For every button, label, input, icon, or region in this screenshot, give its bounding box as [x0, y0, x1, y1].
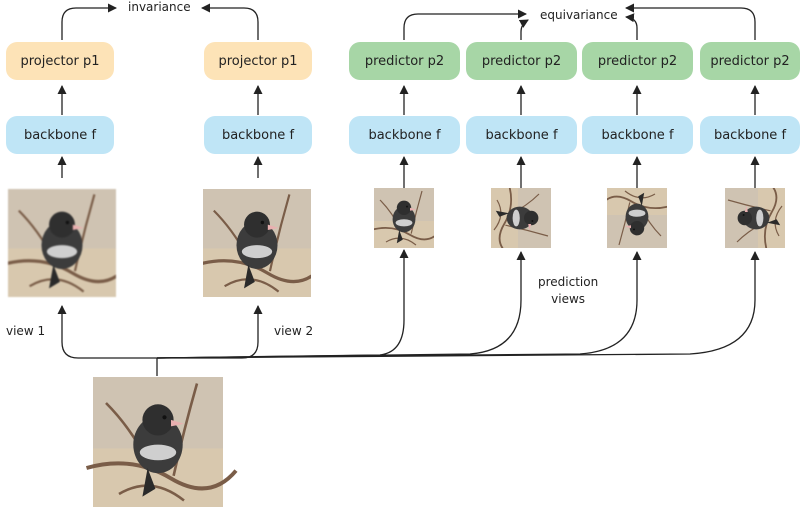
view-1-label: view 1 — [6, 324, 46, 338]
backbone-f-pred1: backbone f — [349, 116, 460, 154]
view-2-label: view 2 — [274, 324, 314, 338]
backbone-f-pred2: backbone f — [466, 116, 577, 154]
prediction-view-2-image — [491, 188, 551, 248]
projector-p1-view1: projector p1 — [6, 42, 114, 80]
predictor-p2-3: predictor p2 — [582, 42, 693, 80]
view-2-image — [203, 188, 311, 298]
projector-p1-view2: projector p1 — [204, 42, 312, 80]
backbone-f-pred3: backbone f — [582, 116, 693, 154]
equivariance-label: equivariance — [540, 8, 618, 22]
prediction-view-3-image — [607, 188, 667, 248]
predictor-p2-1: predictor p2 — [349, 42, 460, 80]
backbone-f-pred4: backbone f — [700, 116, 800, 154]
predictor-p2-4: predictor p2 — [700, 42, 800, 80]
source-image — [78, 377, 238, 507]
predictor-p2-2: predictor p2 — [466, 42, 577, 80]
backbone-f-view2: backbone f — [204, 116, 312, 154]
prediction-views-label: prediction views — [538, 275, 599, 306]
view-1-image — [8, 188, 116, 298]
backbone-f-view1: backbone f — [6, 116, 114, 154]
prediction-view-4-image — [725, 188, 785, 248]
prediction-view-1-image — [374, 188, 434, 248]
invariance-label: invariance — [128, 0, 191, 14]
